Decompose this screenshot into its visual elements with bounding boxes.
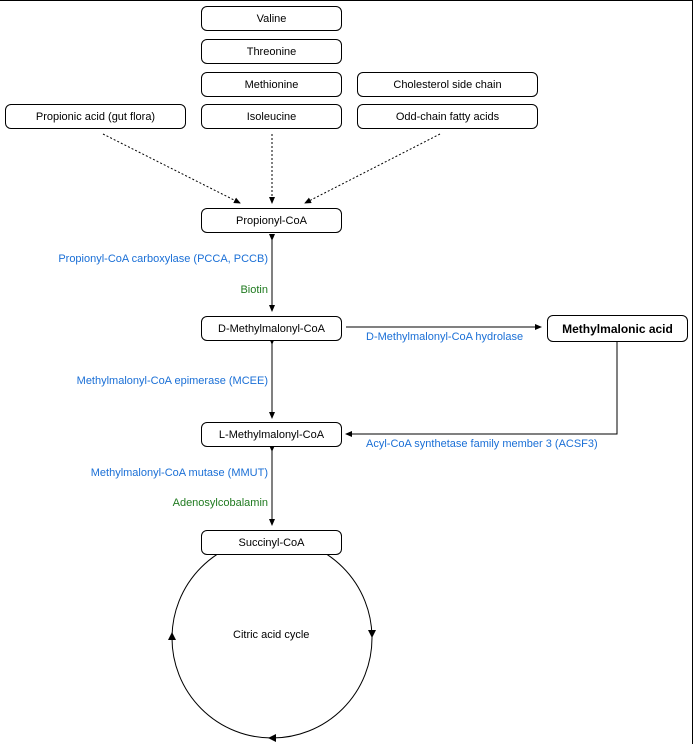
node-propionyl-coa: Propionyl-CoA (201, 208, 342, 233)
enzyme-pcc: Propionyl-CoA carboxylase (PCCA, PCCB) (58, 253, 268, 265)
cofactor-biotin: Biotin (240, 284, 268, 296)
node-succinyl-coa: Succinyl-CoA (201, 530, 342, 555)
node-methionine: Methionine (201, 72, 342, 97)
edge-propionic-to-propionyl (102, 133, 241, 204)
node-threonine: Threonine (201, 39, 342, 64)
citric-acid-cycle-label: Citric acid cycle (233, 629, 310, 641)
node-valine: Valine (201, 6, 342, 31)
cycle-arrow-left (168, 632, 176, 640)
node-l-methylmalonyl-coa: L-Methylmalonyl-CoA (201, 422, 342, 447)
node-isoleucine: Isoleucine (201, 104, 342, 129)
cofactor-adenosylcobalamin: Adenosylcobalamin (172, 497, 268, 509)
cycle-arrow-bottom (268, 734, 276, 742)
node-odd-chain-fatty-acids: Odd-chain fatty acids (357, 104, 538, 129)
edge-oddchain-to-propionyl (304, 133, 441, 204)
enzyme-mmut: Methylmalonyl-CoA mutase (MMUT) (90, 467, 268, 479)
enzyme-acsf3: Acyl-CoA synthetase family member 3 (ACS… (366, 438, 598, 450)
enzyme-mcee: Methylmalonyl-CoA epimerase (MCEE) (76, 375, 268, 387)
node-cholesterol-side-chain: Cholesterol side chain (357, 72, 538, 97)
cycle-arrow-right (368, 630, 376, 638)
node-methylmalonic-acid: Methylmalonic acid (547, 315, 688, 342)
node-propionic-acid: Propionic acid (gut flora) (5, 104, 186, 129)
enzyme-hydrolase: D-Methylmalonyl-CoA hydrolase (366, 331, 524, 343)
edge-mma-to-lmm (345, 342, 618, 437)
node-d-methylmalonyl-coa: D-Methylmalonyl-CoA (201, 316, 342, 341)
